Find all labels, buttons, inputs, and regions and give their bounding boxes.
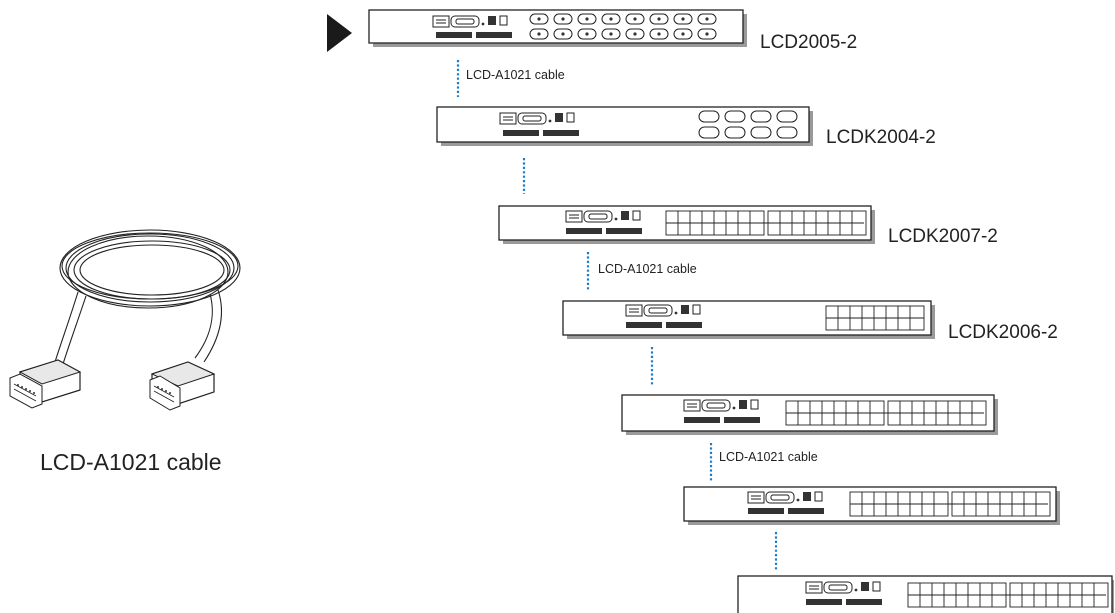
unit-label: LCDK2006-2 (948, 322, 1058, 343)
kvm-unit-lcdk2007-2: LCDK2007-2 (498, 205, 998, 247)
rj45-ports (825, 305, 925, 331)
cable-link: LCD-A1021 cable (709, 443, 818, 481)
kvm-unit-lcdk2004-2: LCDK2004-2 (436, 106, 936, 148)
console-ports-icon (625, 304, 702, 328)
unit-label: LCDK2004-2 (826, 127, 936, 148)
rj45-ports (785, 400, 987, 426)
console-ports-icon (499, 112, 579, 136)
cable-caption: LCD-A1021 cable (40, 449, 222, 475)
unit-label: LCDK2007-2 (888, 226, 998, 247)
rj45-ports (665, 210, 867, 236)
round-connector-ports (698, 110, 798, 139)
cable-link: LCD-A1021 cable (586, 252, 697, 290)
kvm-unit-7 (737, 575, 1114, 613)
kvm-unit-lcdk2006-2: LCDK2006-2 (562, 300, 1058, 343)
console-ports-icon (805, 581, 882, 605)
console-ports-icon (565, 210, 642, 234)
link-label: LCD-A1021 cable (466, 68, 565, 82)
console-ports-icon (432, 15, 512, 38)
link-label: LCD-A1021 cable (719, 450, 818, 464)
round-connector-ports (529, 13, 717, 40)
kvm-unit-5 (621, 394, 998, 435)
console-ports-icon (747, 491, 824, 514)
rj45-ports (849, 491, 1051, 517)
arrow-right-icon (327, 14, 352, 52)
unit-label: LCD2005-2 (760, 32, 857, 53)
kvm-unit-6 (683, 486, 1060, 525)
rj45-ports (907, 582, 1109, 608)
console-ports-icon (683, 399, 760, 423)
link-label: LCD-A1021 cable (598, 262, 697, 276)
cable-link: LCD-A1021 cable (456, 60, 565, 97)
kvm-unit-lcd2005-2: LCD2005-2 (368, 9, 857, 53)
db-cable-coil-icon (9, 229, 241, 411)
